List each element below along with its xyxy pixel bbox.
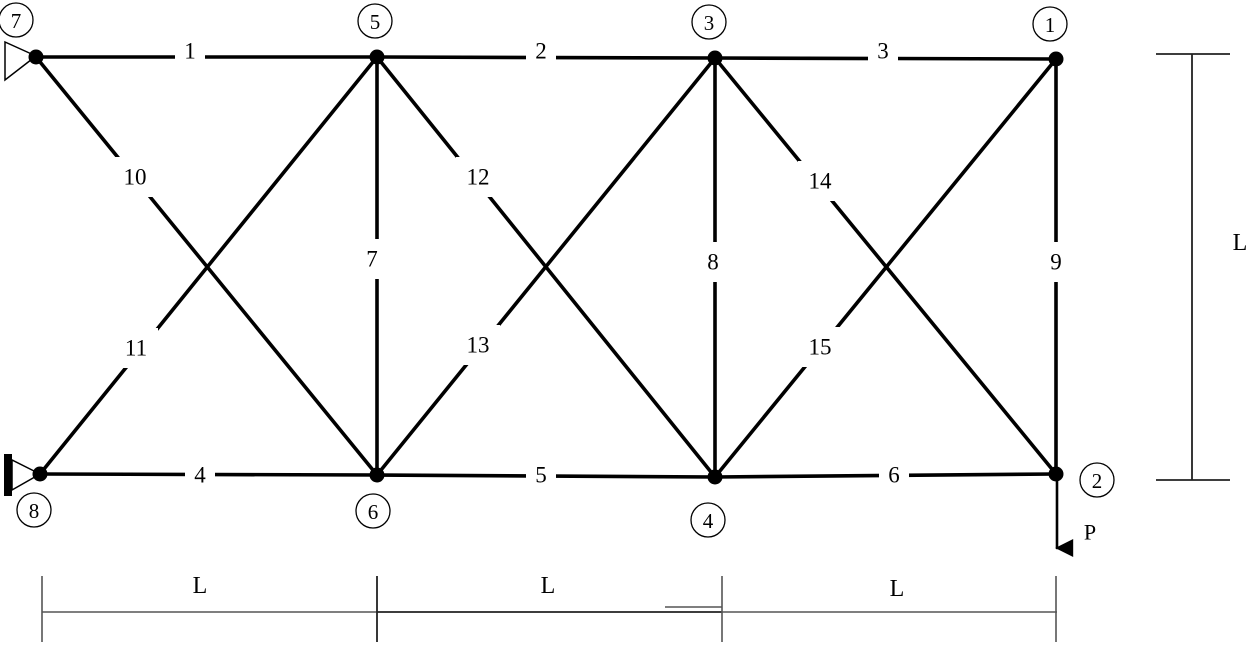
member-label-bg-12 (456, 157, 500, 197)
member-label-bg-15 (798, 327, 842, 367)
node-4-joint (707, 469, 723, 485)
node-6-label-circle (355, 493, 391, 529)
member-label-bg-11 (114, 328, 158, 368)
member-label-bg-4 (185, 455, 215, 495)
member-label-bg-6 (879, 455, 909, 495)
member-label-5: 5 (535, 463, 547, 488)
member-label-7: 7 (366, 247, 378, 272)
bottom-dimension: L L L (41, 573, 1057, 642)
member-label-1: 1 (184, 39, 196, 64)
member-label-bg-7 (357, 239, 387, 279)
node-2-label: 2 (1092, 469, 1103, 493)
dim-label-span-2: L (541, 573, 556, 599)
node-4-label: 4 (703, 509, 714, 533)
right-dimension: L (1156, 53, 1248, 481)
member-label-bg-2 (526, 31, 556, 71)
member-label-bg-8 (698, 242, 728, 282)
node-5-joint (369, 49, 385, 65)
member-label-bg-9 (1041, 242, 1071, 282)
member-label-bg-5 (526, 455, 556, 495)
member-label-15: 15 (809, 335, 832, 360)
node-3-joint (707, 50, 723, 66)
member-label-bg-14 (798, 161, 842, 201)
node-2-label-circle (1079, 462, 1115, 498)
member-label-bg-13 (456, 325, 500, 365)
node-8-label-circle (16, 492, 52, 528)
node-4-label-circle (690, 502, 726, 538)
member-label-13: 13 (467, 333, 490, 358)
supports (4, 40, 42, 496)
node-8-joint (32, 466, 48, 482)
member-label-12: 12 (467, 165, 490, 190)
pin-support-node-7 (4, 40, 38, 82)
member-label-14: 14 (809, 169, 833, 194)
dim-label-span-1: L (193, 573, 208, 599)
node-5-label-circle (357, 3, 393, 39)
member-label-bg-1 (175, 31, 205, 71)
node-7-joint (28, 49, 44, 65)
node-6-joint (369, 467, 385, 483)
member-15 (713, 57, 1058, 479)
member-label-9: 9 (1050, 250, 1062, 275)
member-11 (38, 55, 379, 476)
node-3-label-circle (691, 4, 727, 40)
member-13 (375, 56, 717, 477)
member-label-2: 2 (535, 39, 547, 64)
node-1-label: 1 (1045, 13, 1056, 37)
member-label-6: 6 (888, 463, 900, 488)
member-label-3: 3 (877, 39, 889, 64)
node-8-label: 8 (29, 499, 40, 523)
member-label-10: 10 (124, 165, 147, 190)
member-label-11: 11 (125, 336, 147, 361)
member-label-bg-10 (113, 157, 157, 197)
node-1-label-circle (1032, 6, 1068, 42)
node-5-label: 5 (370, 10, 381, 34)
node-7-label: 7 (11, 9, 22, 33)
node-3-label: 3 (704, 11, 715, 35)
support-wall-node-8 (4, 454, 12, 496)
dim-label-height: L (1233, 230, 1248, 256)
load-label: P (1084, 520, 1096, 545)
member-label-bg-3 (868, 31, 898, 71)
truss-members (34, 55, 1058, 479)
node-6-label: 6 (368, 500, 379, 524)
node-2-joint (1048, 466, 1064, 482)
load: P (1055, 476, 1096, 557)
member-label-4: 4 (194, 463, 206, 488)
dim-label-span-3: L (890, 576, 905, 602)
node-7-label-circle (0, 2, 34, 38)
node-1-joint (1048, 51, 1064, 67)
member-label-8: 8 (707, 250, 719, 275)
